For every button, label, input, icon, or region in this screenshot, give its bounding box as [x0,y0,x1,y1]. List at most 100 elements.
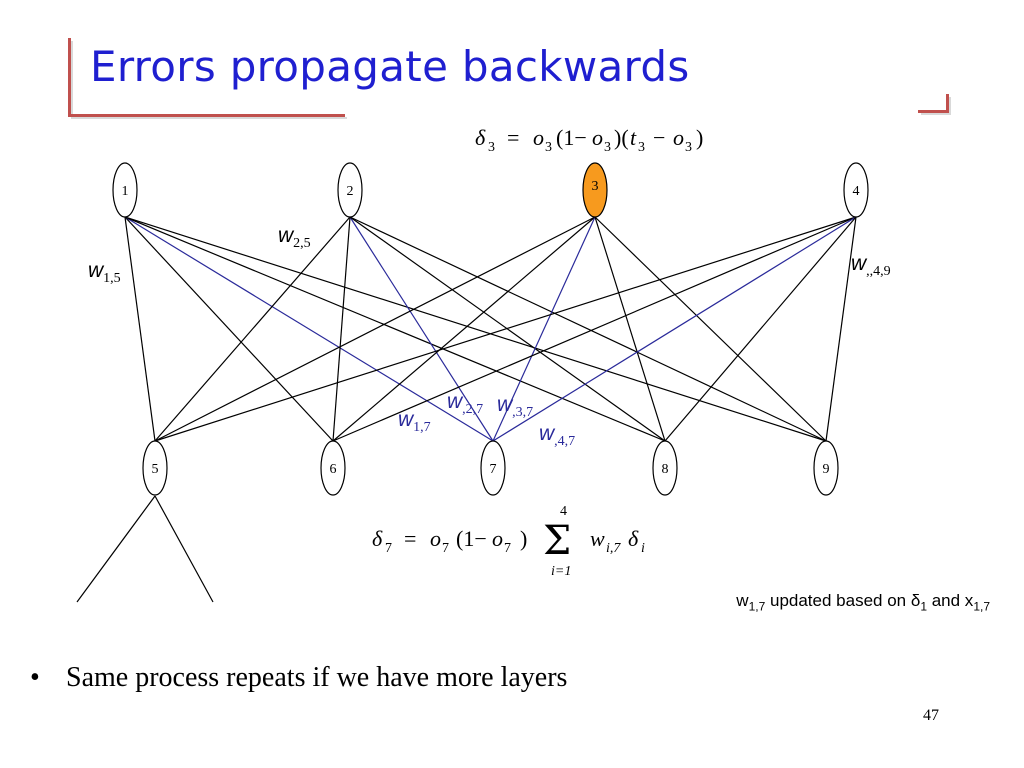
edge-2-5 [154,216,351,442]
eq2-delta-i-sub: i [641,541,645,556]
edge-4-9 [825,216,857,442]
edge-3-7 [492,216,596,442]
bullet-text: Same process repeats if we have more lay… [66,662,568,693]
output-node-1: 1 [112,162,138,218]
eq2-sum-lower: i=1 [551,564,571,579]
eq2-w: w [590,526,605,551]
node-circle [813,440,839,496]
weight-labels-group: w1,5 w2,5 w,,4,9 w,2,7 w,3,7 w1,7 w,4,7 [88,224,891,449]
weight-label-w49: w,,4,9 [851,252,891,279]
eq2-equals: = [404,526,416,551]
eq2-sigma: Σ [543,518,571,564]
eq2-close: ) [520,526,527,551]
hidden-node-8: 8 [652,440,678,496]
edge-4-5 [154,216,857,442]
output-node-3: 3 [582,162,608,218]
edge-1-6 [124,216,334,442]
node-circle [112,162,138,218]
eq1-t-sub: 3 [638,140,645,155]
output-delta-equation: δ 3 = o 3 (1− o 3 )( t 3 − o 3 ) [475,125,703,155]
weight-label-w15: w1,5 [88,259,121,286]
note-w-sub: 1,7 [748,599,766,614]
weight-label-w47: w,4,7 [539,422,575,449]
edge-1-8 [124,216,666,442]
node-circle [142,440,168,496]
node-label: 7 [490,462,497,477]
node-circle [843,162,869,218]
note-delta-sub: 1 [920,599,927,614]
eq1-paren1: (1− [556,125,587,150]
node-circle [337,162,363,218]
hidden-node-7: 7 [480,440,506,496]
node-label: 6 [330,462,337,477]
edge-2-9 [349,216,827,442]
weight-label-w37: w,3,7 [497,393,533,420]
slide-title: Errors propagate backwards [90,42,690,91]
eq1-index: 3 [488,140,495,155]
title-bracket-shadow [71,41,347,119]
eq2-delta: δ [372,526,383,551]
tail-lines-group [76,495,214,603]
hidden-node-5: 5 [142,440,168,496]
bullet-dot: • [30,662,40,693]
eq1-o3: o [673,125,684,150]
node-label: 9 [823,462,830,477]
output-node-4: 4 [843,162,869,218]
note-delta: δ [910,591,921,610]
edge-4-6 [332,216,857,442]
eq1-o2-sub: 3 [604,140,611,155]
note-and: and x [927,591,974,610]
edge-3-9 [594,216,827,442]
eq2-w-sub: i,7 [606,541,621,556]
eq1-o2: o [592,125,603,150]
node-circle [320,440,346,496]
node-circle [480,440,506,496]
eq1-equals: = [507,125,519,150]
corner-mark [918,94,949,113]
weight-label-w27: w,2,7 [447,390,483,417]
nodes-group: 1 2 3 4 5 6 7 8 9 [112,162,869,496]
eq1-o: o [533,125,544,150]
weight-label-w17: w1,7 [398,408,431,435]
output-node-2: 2 [337,162,363,218]
tail-line-left [76,495,156,603]
node-circle [652,440,678,496]
eq1-paren2: )( [614,125,629,150]
weight-label-w25: w2,5 [278,224,311,251]
edge-1-9 [124,216,827,442]
eq2-index: 7 [385,541,392,556]
eq2-o2: o [492,526,503,551]
eq2-o2-sub: 7 [504,541,511,556]
title-bracket [68,38,345,117]
eq2-delta-i: δ [628,526,639,551]
edge-2-7 [349,216,494,442]
edge-3-8 [594,216,666,442]
node-circle [582,162,608,218]
eq2-o-sub: 7 [442,541,449,556]
tail-line-right [154,495,214,603]
hidden-delta-equation: δ 7 = o 7 (1− o 7 ) Σ 4 i=1 w i,7 δ i [372,504,645,579]
note-middle: updated based on [765,591,911,610]
eq1-t: t [630,125,637,150]
node-label: 4 [853,184,860,199]
update-note: w1,7 updated based on δ1 and x1,7 [736,591,990,613]
eq1-o3-sub: 3 [685,140,692,155]
edge-1-7 [124,216,494,442]
node-label: 3 [592,179,599,194]
edge-2-8 [349,216,666,442]
node-label: 8 [662,462,669,477]
eq1-delta: δ [475,125,486,150]
edge-2-6 [332,216,351,442]
edge-3-6 [332,216,596,442]
edge-4-7 [492,216,857,442]
hidden-node-6: 6 [320,440,346,496]
edge-1-5 [124,216,156,442]
note-x-sub: 1,7 [973,599,990,614]
eq2-paren1: (1− [456,526,487,551]
eq2-sum-upper: 4 [560,504,567,519]
eq1-close: ) [696,125,703,150]
page-number: 47 [923,707,939,724]
node-label: 5 [152,462,159,477]
note-w: w [736,591,749,610]
